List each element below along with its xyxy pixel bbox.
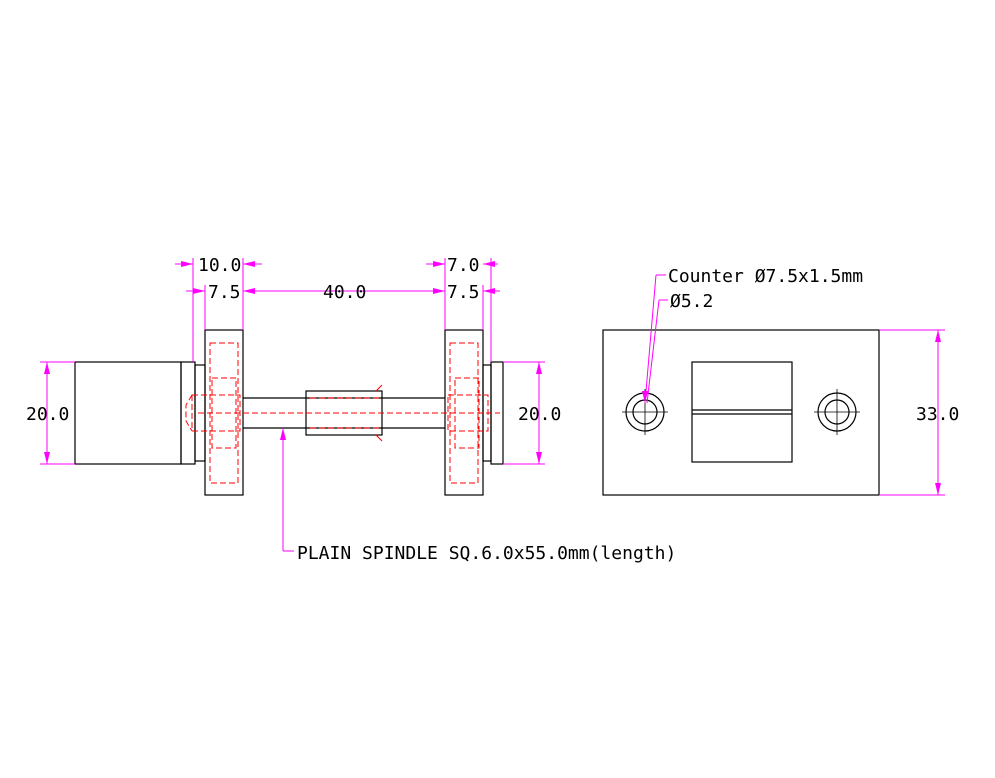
- left-knob-dia-label: 20.0: [26, 404, 69, 425]
- hole-leaders: [642, 274, 668, 404]
- right-knob-dia-label: 20.0: [518, 404, 561, 425]
- rose-spacing-label: 40.0: [323, 282, 366, 303]
- right-screw-hole: [814, 389, 860, 435]
- left-rose-width-label: 10.0: [198, 255, 241, 276]
- right-rose-inner-label: 7.5: [447, 282, 480, 303]
- spindle-label: PLAIN SPINDLE SQ.6.0x55.0mm(length): [297, 543, 676, 564]
- front-view: Counter Ø7.5x1.5mm Ø5.2 33.0: [602, 266, 959, 496]
- dim-left-knob: [40, 361, 75, 465]
- spindle-leader: [280, 428, 294, 552]
- left-knob-collar: [180, 361, 196, 465]
- spindle-hub: [691, 361, 793, 463]
- side-view: 20.0 20.0: [26, 255, 676, 564]
- dim-top: [175, 258, 500, 362]
- left-knob: [74, 361, 182, 465]
- counter-label: Counter Ø7.5x1.5mm: [668, 266, 863, 287]
- hole-label: Ø5.2: [670, 291, 713, 312]
- dim-plate-height: [879, 329, 945, 496]
- plate: [602, 329, 880, 496]
- hidden-lines: [185, 342, 500, 484]
- plate-height-label: 33.0: [916, 404, 959, 425]
- dim-right-knob: [503, 361, 545, 465]
- left-rose-inner-label: 7.5: [208, 282, 241, 303]
- right-rose-width-label: 7.0: [447, 255, 480, 276]
